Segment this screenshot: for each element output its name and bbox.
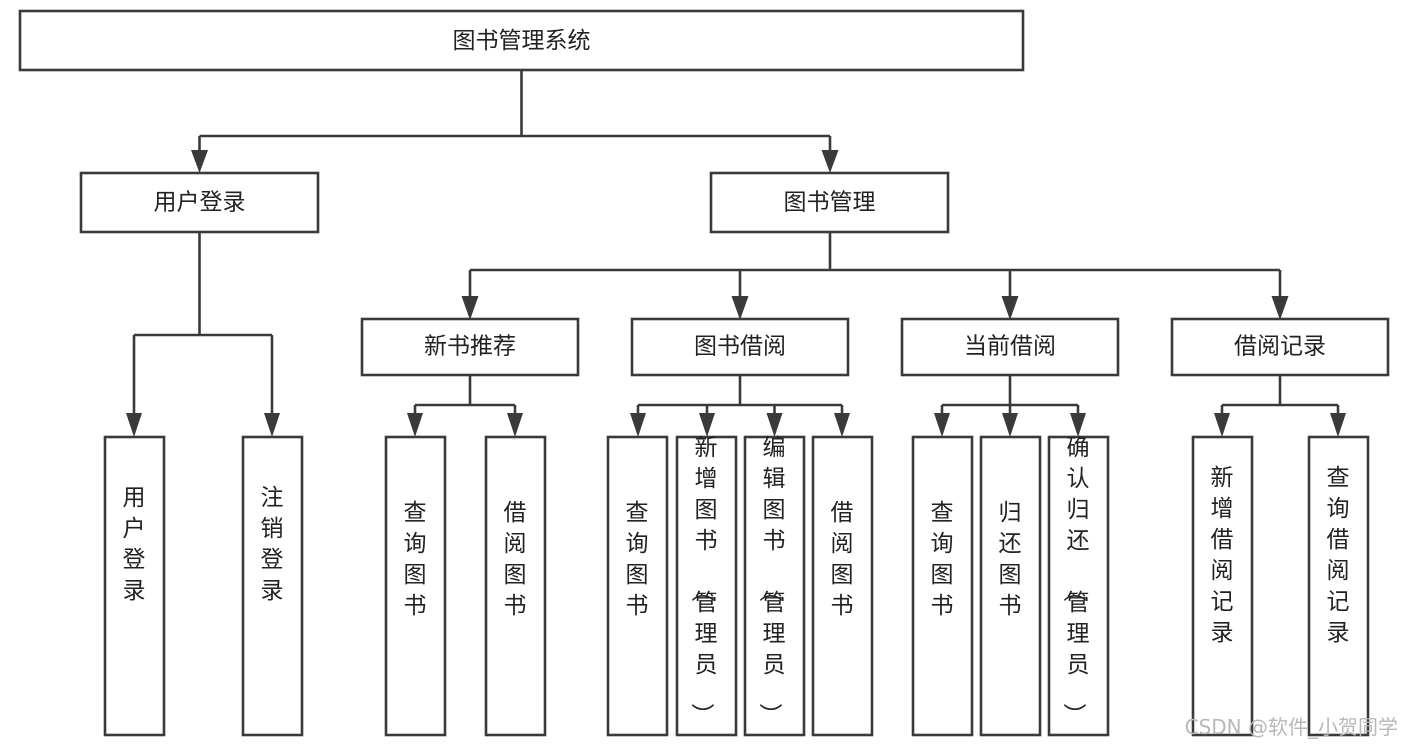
node-book-borrow-box[interactable] xyxy=(630,317,850,377)
leaf-node-query-record-box[interactable] xyxy=(1307,435,1370,737)
node-user-login-label: 用户登录 xyxy=(154,190,246,216)
arrowhead-bb-leaf-4 xyxy=(834,413,850,437)
node-user-login[interactable]: 用户登录 xyxy=(79,171,320,234)
leaf-node-query-record[interactable]: 查询借阅记录 xyxy=(1307,435,1370,737)
arrowhead-br-leaf-2 xyxy=(1330,413,1346,437)
arrowhead-bb-leaf-1 xyxy=(630,413,646,437)
edges-borrow-record-to-leaves xyxy=(1214,375,1346,437)
arrowhead-cb-leaf-3 xyxy=(1070,413,1086,437)
arrowhead-bm-to-book-borrow xyxy=(731,296,749,320)
edges-root-to-level1 xyxy=(191,70,839,173)
arrowhead-bm-to-new-book xyxy=(461,296,479,320)
leaf-node-edit-book[interactable]: 编辑图书（管理员） xyxy=(743,435,806,737)
leaf-node-add-record-box[interactable] xyxy=(1191,435,1254,737)
leaf-node-user-login[interactable]: 用户登录 xyxy=(103,435,166,737)
leaf-node-user-logout[interactable]: 注销登录 xyxy=(241,435,304,737)
leaf-node-add-record[interactable]: 新增借阅记录 xyxy=(1191,435,1254,737)
arrowhead-nb-leaf-2 xyxy=(507,413,523,437)
leaf-node-borrow-book-2-box[interactable] xyxy=(811,435,874,737)
leaf-node-add-record-label: 新增借阅记录 xyxy=(1211,465,1234,646)
arrowhead-ul-leaf-2 xyxy=(264,413,280,437)
arrowhead-bm-to-current-borrow xyxy=(1001,296,1019,320)
node-book-borrow[interactable]: 图书借阅 xyxy=(630,317,850,377)
node-borrow-record[interactable]: 借阅记录 xyxy=(1170,317,1390,377)
edges-new-book-to-leaves xyxy=(407,375,523,437)
arrowhead-root-to-user-login xyxy=(191,150,208,173)
node-root-box[interactable] xyxy=(18,9,1025,72)
arrowhead-br-leaf-1 xyxy=(1214,413,1230,437)
watermark: CSDN @软件_小贺同学 xyxy=(1185,715,1398,739)
leaf-node-return-book-label: 归还图书 xyxy=(999,500,1022,619)
arrowhead-ul-leaf-1 xyxy=(126,413,142,437)
node-root[interactable]: 图书管理系统 xyxy=(18,9,1025,72)
leaf-node-query-book-2[interactable]: 查询图书 xyxy=(606,435,669,737)
leaf-node-user-logout-box[interactable] xyxy=(241,435,304,737)
node-user-login-box[interactable] xyxy=(79,171,320,234)
leaf-node-user-login-label: 用户登录 xyxy=(123,485,146,604)
arrowhead-bm-to-borrow-record xyxy=(1271,296,1289,320)
node-book-management-box[interactable] xyxy=(709,171,950,234)
arrowhead-nb-leaf-1 xyxy=(407,413,423,437)
leaf-node-return-book-box[interactable] xyxy=(979,435,1042,737)
leaf-node-query-book-2-label: 查询图书 xyxy=(626,500,649,619)
edges-current-borrow-to-leaves xyxy=(934,375,1086,437)
leaf-node-return-book[interactable]: 归还图书 xyxy=(979,435,1042,737)
arrowhead-bb-leaf-2 xyxy=(699,413,715,437)
leaf-node-query-book-1-label: 查询图书 xyxy=(404,500,427,619)
arrowhead-root-to-book-management xyxy=(821,150,839,173)
leaf-node-confirm-return-label: 确认归还（管理员） xyxy=(1061,435,1090,726)
node-current-borrow-box[interactable] xyxy=(900,317,1120,377)
leaf-node-user-login-box[interactable] xyxy=(103,435,166,737)
leaf-node-query-book-3[interactable]: 查询图书 xyxy=(911,435,974,737)
node-current-borrow[interactable]: 当前借阅 xyxy=(900,317,1120,377)
leaf-node-query-book-1-box[interactable] xyxy=(384,435,447,737)
node-current-borrow-label: 当前借阅 xyxy=(964,334,1056,360)
node-book-management[interactable]: 图书管理 xyxy=(709,171,950,234)
leaf-node-edit-book-box[interactable] xyxy=(743,435,806,737)
edges-book-management-to-level2 xyxy=(461,232,1289,320)
node-new-book-recommend-label: 新书推荐 xyxy=(424,334,516,360)
leaf-node-query-record-label: 查询借阅记录 xyxy=(1327,465,1350,646)
node-borrow-record-label: 借阅记录 xyxy=(1234,334,1326,360)
leaf-node-borrow-book-1-label: 借阅图书 xyxy=(504,500,527,619)
node-new-book-recommend-box[interactable] xyxy=(360,317,580,377)
arrowhead-cb-leaf-2 xyxy=(1002,413,1018,437)
leaf-node-user-logout-label: 注销登录 xyxy=(261,485,284,604)
leaf-node-add-book[interactable]: 新增图书（管理员） xyxy=(675,435,738,737)
leaf-node-borrow-book-1-box[interactable] xyxy=(484,435,547,737)
leaf-node-query-book-3-box[interactable] xyxy=(911,435,974,737)
leaf-nodes: 用户登录 注销登录 查询图书 借阅图书 查询图书 新增图书（管理员） 编辑图书（… xyxy=(103,435,1370,737)
leaf-node-borrow-book-1[interactable]: 借阅图书 xyxy=(484,435,547,737)
leaf-node-borrow-book-2-label: 借阅图书 xyxy=(831,500,854,619)
edges-user-login-to-leaves xyxy=(126,232,280,437)
node-book-borrow-label: 图书借阅 xyxy=(694,334,786,360)
leaf-node-confirm-return[interactable]: 确认归还（管理员） xyxy=(1047,435,1110,737)
leaf-node-confirm-return-box[interactable] xyxy=(1047,435,1110,737)
leaf-node-query-book-2-box[interactable] xyxy=(606,435,669,737)
arrowhead-cb-leaf-1 xyxy=(934,413,950,437)
node-new-book-recommend[interactable]: 新书推荐 xyxy=(360,317,580,377)
edges-book-borrow-to-leaves xyxy=(630,375,850,437)
leaf-node-add-book-box[interactable] xyxy=(675,435,738,737)
leaf-node-add-book-label: 新增图书（管理员） xyxy=(689,435,718,726)
leaf-node-query-book-1[interactable]: 查询图书 xyxy=(384,435,447,737)
node-book-management-label: 图书管理 xyxy=(784,190,876,216)
leaf-node-edit-book-label: 编辑图书（管理员） xyxy=(757,435,786,726)
arrowhead-bb-leaf-3 xyxy=(766,413,783,437)
node-borrow-record-box[interactable] xyxy=(1170,317,1390,377)
leaf-node-query-book-3-label: 查询图书 xyxy=(931,500,954,619)
node-root-label: 图书管理系统 xyxy=(453,28,591,54)
leaf-node-borrow-book-2[interactable]: 借阅图书 xyxy=(811,435,874,737)
